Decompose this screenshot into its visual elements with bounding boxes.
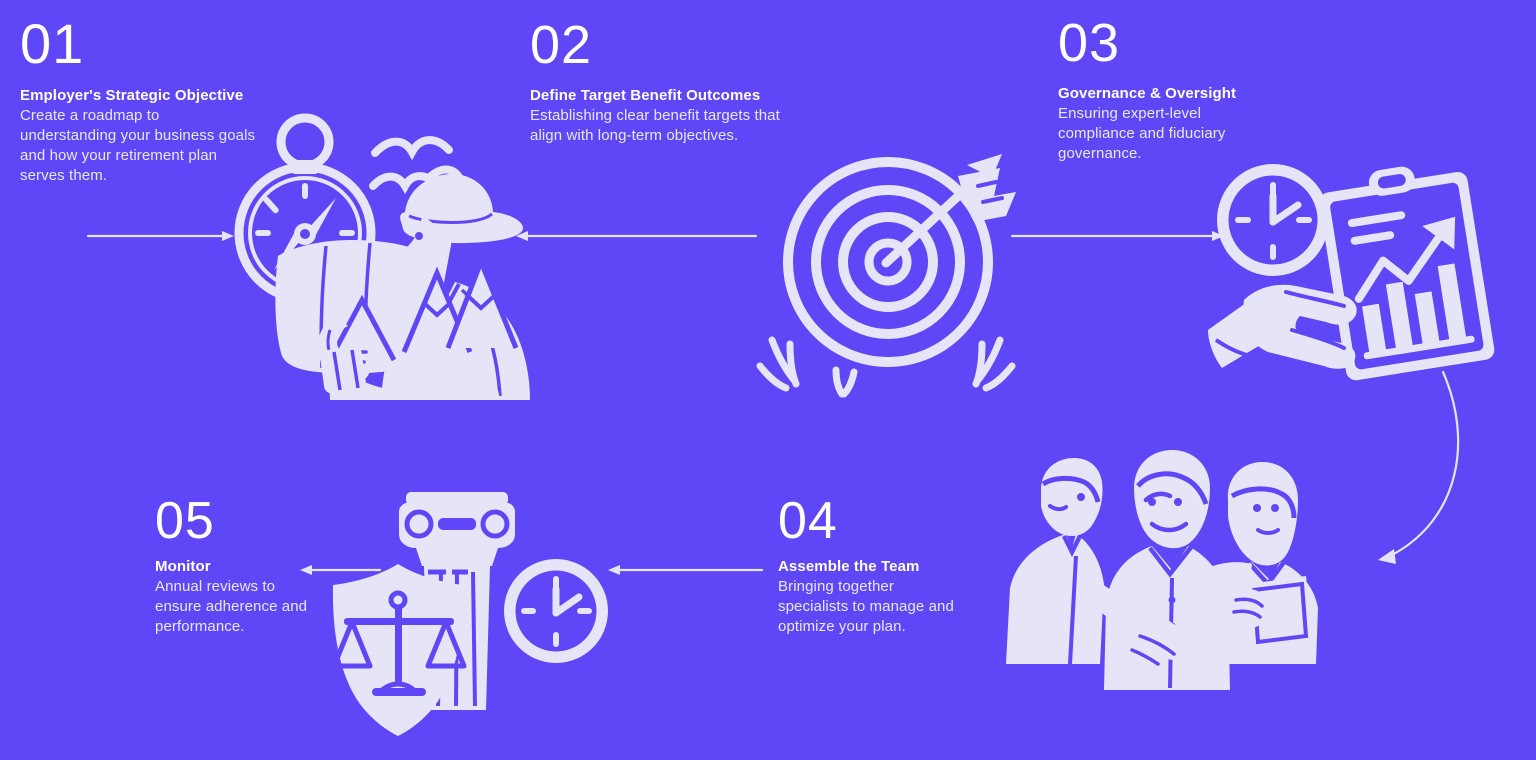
step-04: 04 Assemble the Team Bringing together s…: [778, 495, 968, 637]
target-arrow-bullseye-icon: [756, 154, 1016, 398]
connector-step-04-to-step-05: [608, 565, 764, 575]
connector-step-02-to-step-03: [1010, 231, 1224, 241]
step-02-title: Define Target Benefit Outcomes: [530, 87, 761, 104]
step-02: 02 Define Target Benefit Outcomes Establ…: [530, 18, 780, 146]
step-04-description: Bringing together specialists to manage …: [778, 577, 954, 635]
step-05-description: Annual reviews to ensure adherence and p…: [155, 577, 308, 635]
step-05-number: 05: [155, 492, 215, 550]
step-01-number: 01: [20, 12, 85, 75]
compass-explorer-map-icon: [234, 113, 530, 400]
step-01: 01 Employer's Strategic Objective Create…: [20, 16, 260, 186]
step-05-title: Monitor: [155, 558, 211, 575]
clock-clipboard-chart-hand-icon: [1208, 164, 1495, 381]
step-04-title: Assemble the Team: [778, 558, 920, 575]
connector-step-01-to-step-02: [516, 231, 758, 241]
step-02-description: Establishing clear benefit targets that …: [530, 106, 780, 144]
step-02-number: 02: [530, 15, 593, 75]
step-03-number: 03: [1058, 13, 1121, 73]
step-01-title: Employer's Strategic Objective: [20, 87, 244, 104]
step-04-number: 04: [778, 492, 838, 550]
connector-step-03-to-step-04: [1378, 370, 1460, 564]
step-05: 05 Monitor Annual reviews to ensure adhe…: [155, 495, 315, 637]
step-03-description: Ensuring expert-level compliance and fid…: [1058, 104, 1226, 162]
step-03: 03 Governance & Oversight Ensuring exper…: [1058, 16, 1268, 164]
connector-start-to-step-01: [86, 231, 234, 241]
step-01-description: Create a roadmap to understanding your b…: [20, 106, 256, 184]
column-shield-scales-clock-icon: [331, 492, 608, 736]
step-03-title: Governance & Oversight: [1058, 85, 1237, 102]
team-handshake-three-people-icon: [1006, 450, 1318, 690]
